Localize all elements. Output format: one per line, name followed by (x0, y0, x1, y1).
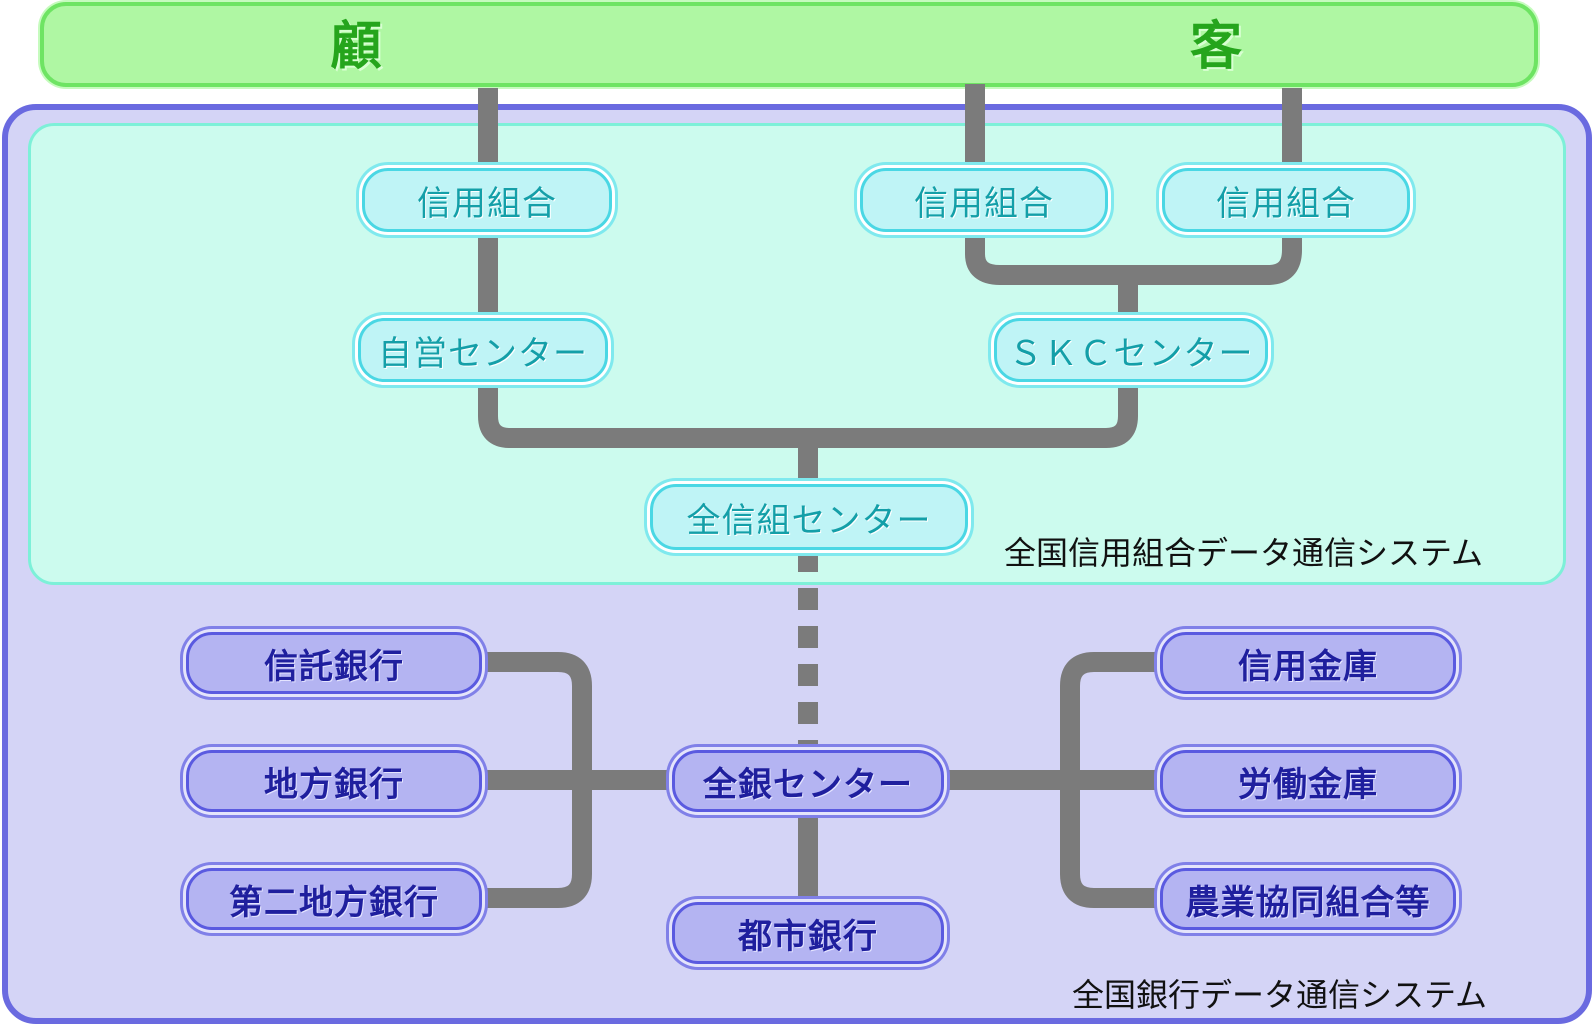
node-shinyo-kinko: 信用金庫 (1160, 632, 1456, 694)
node-rodo-kinko: 労働金庫 (1160, 750, 1456, 812)
node-zenshinkumi-center: 全信組センター (650, 484, 968, 550)
label-zenshinkumi-system: 全国信用組合データ通信システム (1004, 534, 1484, 572)
node-shinyo-kumiai-1: 信用組合 (362, 168, 612, 232)
node-skc-center: ＳＫＣセンター (994, 318, 1268, 382)
customer-char-left: 顧 (330, 17, 383, 77)
customer-bar: 顧 客 (40, 2, 1538, 87)
label-zengin-system: 全国銀行データ通信システム (1072, 976, 1488, 1014)
node-chiho-ginko: 地方銀行 (186, 750, 482, 812)
line-customer-to-jiei (478, 88, 1138, 448)
node-daini-chiho-ginko: 第二地方銀行 (186, 868, 482, 930)
customer-char-right: 客 (1190, 17, 1243, 77)
node-jiei-center: 自営センター (358, 318, 608, 382)
node-zengin-center: 全銀センター (672, 750, 944, 812)
node-shinyo-kumiai-2: 信用組合 (860, 168, 1108, 232)
node-toshi-ginko: 都市銀行 (672, 902, 944, 964)
node-shinyo-kumiai-3: 信用組合 (1162, 168, 1410, 232)
line-customer-to-kumiai-2 (965, 84, 1302, 285)
node-shintaku-ginko: 信託銀行 (186, 632, 482, 694)
node-nogyo-kyodo: 農業協同組合等 (1160, 868, 1456, 930)
